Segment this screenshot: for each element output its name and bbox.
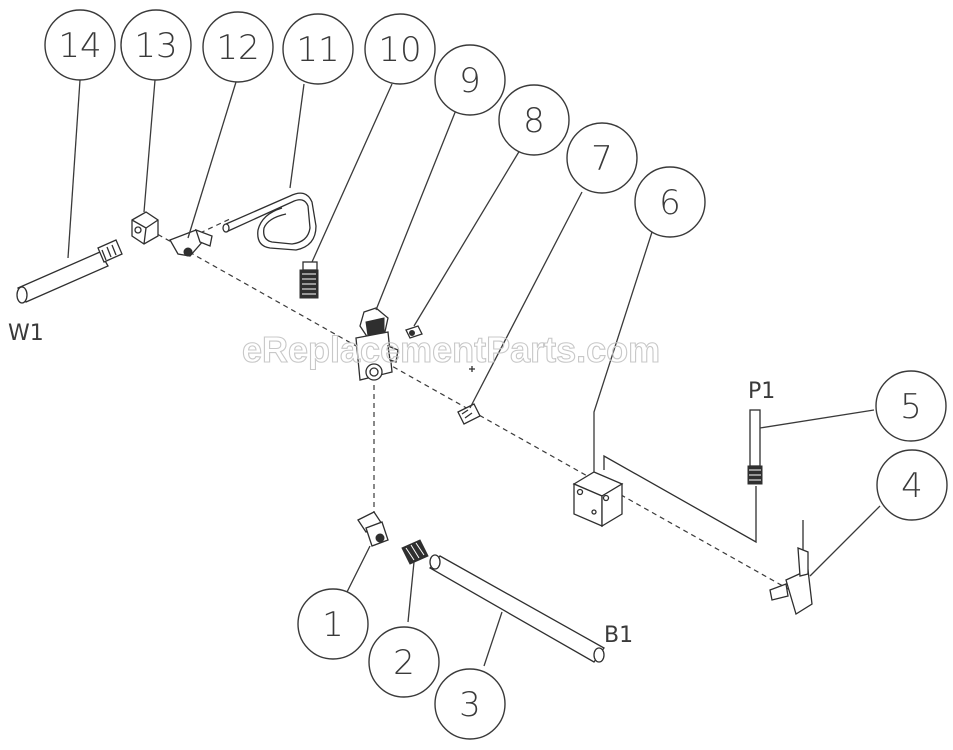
center-marker [469,366,475,372]
callout-14: 14 [44,9,116,81]
callout-14-number: 14 [58,26,101,66]
callout-12-number: 12 [216,28,259,68]
part-2-nut [401,539,429,565]
part-9-valve [355,307,399,381]
callout-13: 13 [120,9,192,81]
part-4-sensor [769,520,813,616]
callout-7-number: 7 [591,139,613,179]
callout-8-number: 8 [523,101,545,141]
assembly-centerlines [149,217,791,591]
part-3-tube [429,554,605,663]
callout-12: 12 [202,11,274,83]
part-10-strainer [299,261,319,299]
part-12-elbow [169,228,213,257]
callout-10: 10 [364,13,436,85]
leader-lines [67,79,881,667]
part-6-block [572,471,624,528]
callout-6-number: 6 [659,183,681,223]
label-b1: B1 [604,623,633,648]
label-p1: P1 [748,379,775,404]
callout-13-number: 13 [134,26,177,66]
callout-9: 9 [434,44,506,116]
callout-6: 6 [634,166,706,238]
callout-3: 3 [434,668,506,740]
watermark: eReplacementParts.com [242,329,660,370]
callout-3-number: 3 [459,685,481,725]
callout-4-number: 4 [901,466,923,506]
part-5-probe [747,409,763,485]
callout-1: 1 [297,588,369,660]
part-11-coiled-tube [222,192,317,251]
callout-5: 5 [875,370,947,442]
sensor-wire [603,454,757,544]
callout-1-number: 1 [322,605,344,645]
part-8-nut [405,325,423,339]
part-1-elbow [357,511,389,547]
callout-11: 11 [282,13,354,85]
part-7-fitting [457,403,481,425]
label-w1: W1 [8,321,44,346]
callout-5-number: 5 [900,387,922,427]
part-13-tee [131,211,159,245]
callout-2-number: 2 [393,643,415,683]
callout-4: 4 [876,449,948,521]
callout-10-number: 10 [378,30,421,70]
callout-2: 2 [368,626,440,698]
part-14-hose [16,239,123,304]
callout-8: 8 [498,84,570,156]
callout-9-number: 9 [459,61,481,101]
callout-7: 7 [566,122,638,194]
callout-11-number: 11 [296,30,339,70]
